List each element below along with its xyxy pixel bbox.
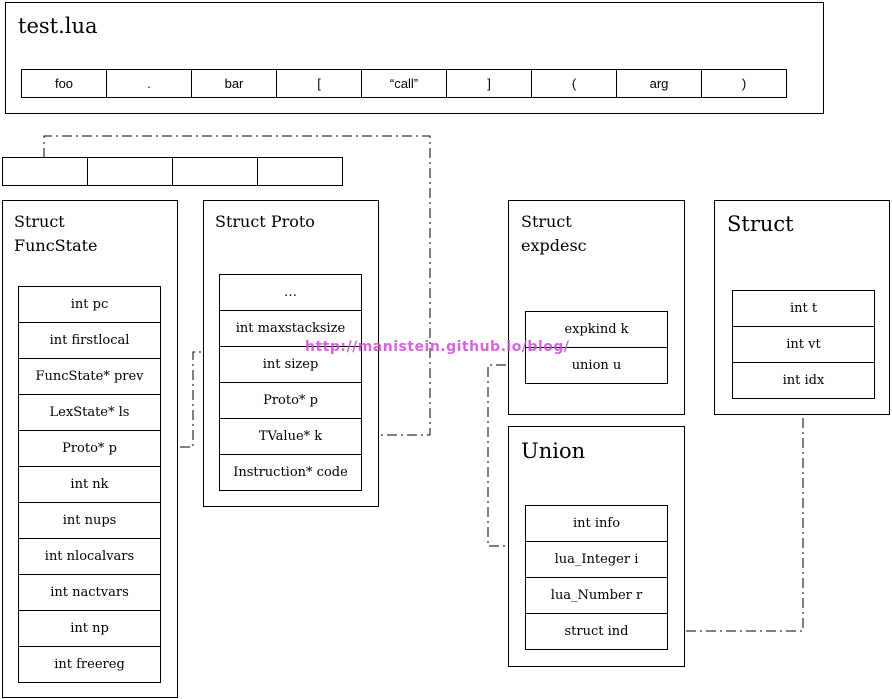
funcstate-field: int freereg [18,646,161,683]
connector-expdesc-to-union [487,364,526,547]
union-field: struct ind [525,613,668,650]
token-cell: ) [701,69,787,98]
proto-field: … [219,274,362,311]
token-cell: ( [531,69,617,98]
proto-title: Struct Proto [215,212,315,231]
token-cell: ] [446,69,532,98]
proto-field: Instruction* code [219,454,362,491]
funcstate-field: int firstlocal [18,322,161,359]
token-cell: arg [616,69,702,98]
union-field: lua_Number r [525,577,668,614]
watermark: http://manistein.github.io/blog/ [305,339,570,355]
struct4-field: int vt [732,326,875,363]
proto-field: int sizep [219,346,362,383]
struct4-field: int idx [732,362,875,399]
funcstate-title-line1: Struct [14,212,65,231]
funcstate-field: int pc [18,286,161,323]
expdesc-title-line2: expdesc [521,236,587,255]
union-field: int info [525,505,668,542]
token-cell: . [106,69,192,98]
funcstate-field: Proto* p [18,430,161,467]
source-file-title: test.lua [18,14,98,38]
funcstate-field: int np [18,610,161,647]
funcstate-title-line2: FuncState [14,236,98,255]
union-title: Union [521,439,586,463]
expdesc-title-line1: Struct [521,212,572,231]
union-field: lua_Integer i [525,541,668,578]
proto-field: Proto* p [219,382,362,419]
stack-cell [172,157,258,186]
proto-field: int maxstacksize [219,310,362,347]
proto-field: TValue* k [219,418,362,455]
token-cell: foo [21,69,107,98]
token-cell: “call” [361,69,447,98]
struct4-title: Struct [727,212,794,236]
stack-cell [257,157,343,186]
funcstate-field: int nk [18,466,161,503]
connector-stack-to-constants [43,135,431,436]
stack-cell [2,157,88,186]
funcstate-field: int nlocalvars [18,538,161,575]
connector-union-to-struct [666,414,804,632]
stack-cell [87,157,173,186]
token-cell: bar [191,69,277,98]
funcstate-field: LexState* ls [18,394,161,431]
expdesc-field: union u [525,347,668,384]
funcstate-field: int nups [18,502,161,539]
token-cell: [ [276,69,362,98]
expdesc-field: expkind k [525,311,668,348]
funcstate-field: FuncState* prev [18,358,161,395]
funcstate-field: int nactvars [18,574,161,611]
struct4-field: int t [732,290,875,327]
